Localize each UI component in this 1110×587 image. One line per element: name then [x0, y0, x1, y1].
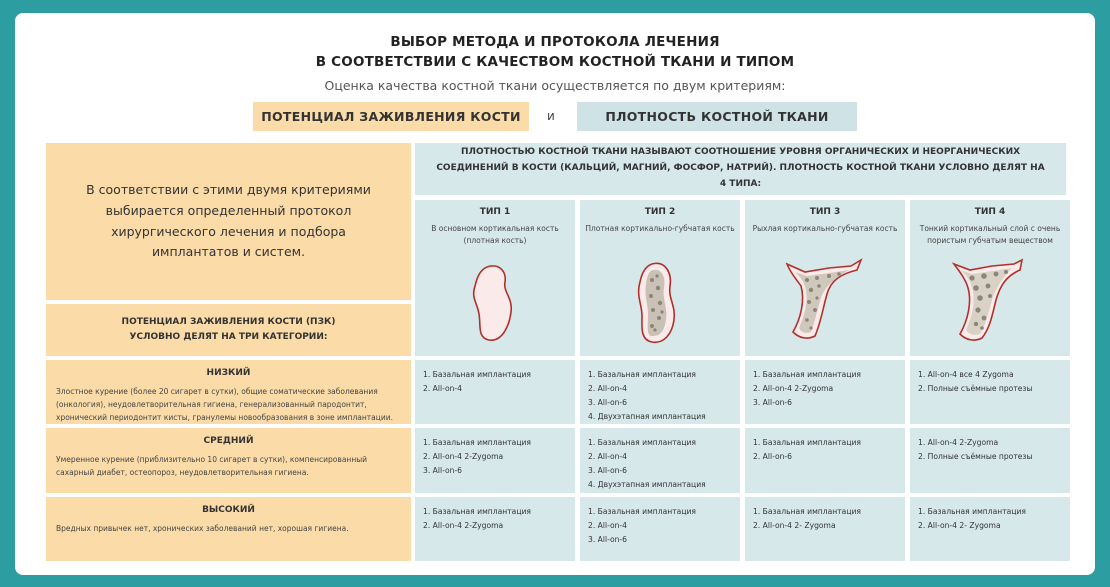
bone-type-description: В основном кортикальная кость (плотная к… — [431, 224, 559, 245]
protocol-item: 2. All-on-4 2-Zygoma — [753, 384, 834, 394]
bone-type-name: ТИП 3 — [809, 207, 841, 217]
bone-type-3: ТИП 3 Рыхлая кортикально-губчатая кость — [745, 200, 905, 356]
dense-bone-icon — [472, 265, 513, 341]
subtitle: Оценка качества костной ткани осуществля… — [324, 78, 786, 93]
bone-type-name: ТИП 4 — [974, 207, 1006, 217]
protocol-item: 1. Базальная имплантация — [918, 507, 1026, 516]
protocol-item: 2. All-on-4 — [423, 384, 462, 394]
protocol-item: 1. All-on-4 2-Zygoma — [918, 438, 999, 447]
risk-row-medium: СРЕДНИЙ Умеренное курение (приблизительн… — [46, 428, 411, 493]
protocol-item: 1. Базальная имплантация — [588, 507, 696, 516]
protocol-item: 2. Полные съёмные протезы — [918, 452, 1033, 462]
protocol-item: 3. All-on-6 — [588, 466, 627, 476]
protocol-item: 2. All-on-4 2-Zygoma — [423, 521, 504, 531]
protocol-cell: 1. Базальная имплантация 2. All-on-4 — [415, 360, 575, 424]
risk-level-name: ВЫСОКИЙ — [202, 505, 255, 515]
protocol-cell: 1. Базальная имплантация 2. All-on-4 2-Z… — [415, 497, 575, 561]
criterion-bone-density: ПЛОТНОСТЬ КОСТНОЙ ТКАНИ — [577, 102, 857, 131]
protocol-item: 1. Базальная имплантация — [753, 370, 861, 379]
protocol-item: 1. Базальная имплантация — [588, 370, 696, 379]
protocol-item: 1. Базальная имплантация — [423, 370, 531, 379]
infographic-card: ВЫБОР МЕТОДА И ПРОТОКОЛА ЛЕЧЕНИЯ В СООТВ… — [15, 13, 1095, 575]
protocol-item: 2. All-on-4 2- Zygoma — [918, 521, 1001, 531]
protocol-item: 1. Базальная имплантация — [423, 438, 531, 447]
protocol-item: 2. All-on-4 2- Zygoma — [753, 521, 836, 531]
protocol-item: 3. All-on-6 — [753, 398, 792, 408]
protocol-item: 4. Двухэтапная имплантация — [588, 480, 706, 490]
risk-row-high: ВЫСОКИЙ Вредных привычек нет, хронически… — [46, 497, 411, 561]
protocol-item: 1. Базальная имплантация — [423, 507, 531, 516]
protocol-cell: 1. Базальная имплантация 2. All-on-4 2-Z… — [745, 360, 905, 424]
bone-type-description: Рыхлая кортикально-губчатая кость — [752, 224, 898, 233]
protocol-cell: 1. Базальная имплантация 2. All-on-4 2- … — [910, 497, 1070, 561]
protocol-item: 3. All-on-6 — [588, 398, 627, 408]
criterion-healing-potential: ПОТЕНЦИАЛ ЗАЖИВЛЕНИЯ КОСТИ — [253, 102, 529, 131]
protocol-item: 1. Базальная имплантация — [753, 507, 861, 516]
risk-level-name: НИЗКИЙ — [206, 368, 251, 378]
protocol-cell: 1. Базальная имплантация 2. All-on-4 3. … — [580, 360, 740, 424]
protocol-cell: 1. Базальная имплантация 2. All-on-4 2-Z… — [415, 428, 575, 493]
title-line-1: ВЫБОР МЕТОДА И ПРОТОКОЛА ЛЕЧЕНИЯ — [390, 34, 720, 50]
protocol-item: 2. All-on-4 — [588, 452, 627, 462]
bone-type-1: ТИП 1 В основном кортикальная кость (пло… — [415, 200, 575, 356]
protocol-cell: 1. All-on-4 все 4 Zygoma 2. Полные съёмн… — [910, 360, 1070, 424]
protocol-cell: 1. Базальная имплантация 2. All-on-4 2- … — [745, 497, 905, 561]
protocol-item: 1. Базальная имплантация — [753, 438, 861, 447]
cortical-spongy-bone-icon — [637, 262, 676, 344]
bone-type-2: ТИП 2 Плотная кортикально-губчатая кость — [580, 200, 740, 356]
protocol-cell: 1. All-on-4 2-Zygoma 2. Полные съёмные п… — [910, 428, 1070, 493]
protocol-cell: 1. Базальная имплантация 2. All-on-4 3. … — [580, 497, 740, 561]
protocol-item: 2. All-on-4 — [588, 521, 627, 531]
risk-level-description: Умеренное курение (приблизительно 10 сиг… — [56, 455, 368, 478]
protocol-item: 1. All-on-4 все 4 Zygoma — [918, 370, 1014, 379]
pzk-header: ПОТЕНЦИАЛ ЗАЖИВЛЕНИЯ КОСТИ (ПЗК) УСЛОВНО… — [46, 304, 411, 356]
protocol-item: 2. All-on-4 — [588, 384, 627, 394]
protocol-item: 2. Полные съёмные протезы — [918, 384, 1033, 394]
title-line-2: В СООТВЕТСТВИИ С КАЧЕСТВОМ КОСТНОЙ ТКАНИ… — [315, 54, 795, 70]
protocol-item: 2. All-on-6 — [753, 452, 792, 462]
criterion-conjunction: и — [547, 109, 555, 123]
bone-type-description: Тонкий кортикальный слой с очень пористы… — [919, 224, 1061, 245]
intro-text: В соответствии с этими двумя критериями … — [46, 143, 411, 300]
protocol-item: 3. All-on-6 — [588, 535, 627, 545]
protocol-cell: 1. Базальная имплантация 2. All-on-4 3. … — [580, 428, 740, 493]
risk-level-description: Вредных привычек нет, хронических заболе… — [56, 524, 349, 533]
loose-bone-icon — [785, 258, 863, 339]
bone-type-name: ТИП 2 — [644, 207, 676, 217]
risk-level-name: СРЕДНИЙ — [203, 436, 254, 446]
porous-bone-icon — [951, 258, 1024, 341]
protocol-cell: 1. Базальная имплантация 2. All-on-6 — [745, 428, 905, 493]
protocol-item: 3. All-on-6 — [423, 466, 462, 476]
protocol-item: 4. Двухэтапная имплантация — [588, 412, 706, 422]
protocol-item: 2. All-on-4 2-Zygoma — [423, 452, 504, 462]
risk-row-low: НИЗКИЙ Злостное курение (более 20 сигаре… — [46, 360, 411, 424]
protocol-item: 1. Базальная имплантация — [588, 438, 696, 447]
risk-level-description: Злостное курение (более 20 сигарет в сут… — [56, 387, 393, 423]
bone-type-name: ТИП 1 — [479, 207, 511, 217]
bone-type-4: ТИП 4 Тонкий кортикальный слой с очень п… — [910, 200, 1070, 356]
density-definition: ПЛОТНОСТЬЮ КОСТНОЙ ТКАНИ НАЗЫВАЮТ СООТНО… — [415, 143, 1066, 195]
bone-type-description: Плотная кортикально-губчатая кость — [585, 224, 735, 233]
